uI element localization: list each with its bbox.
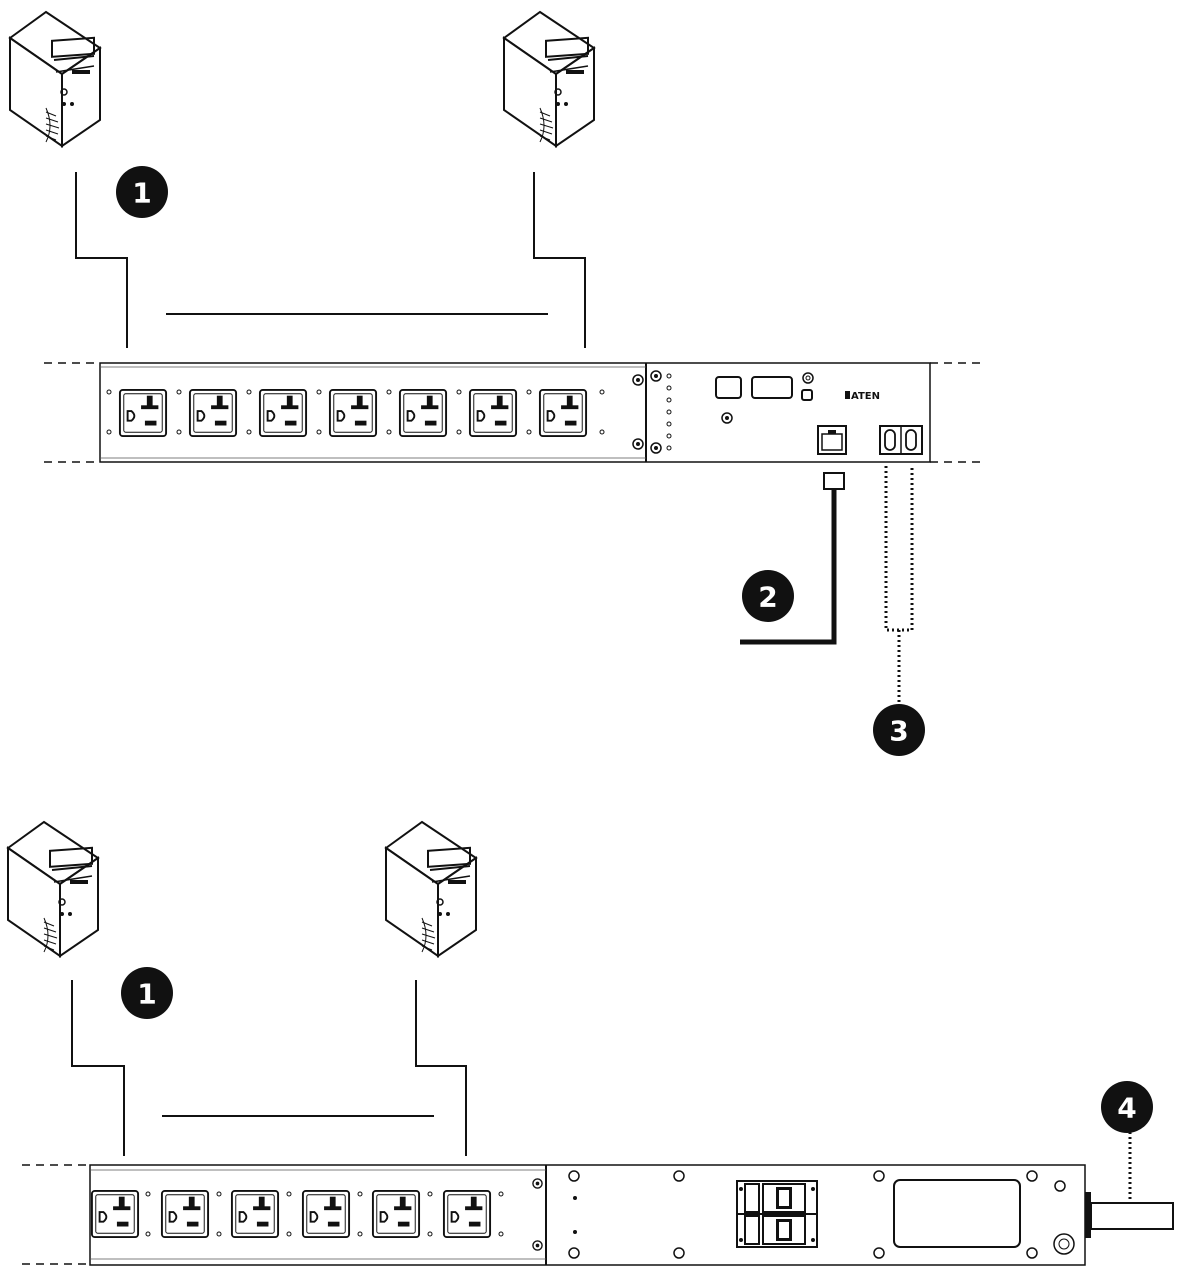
callout-marker: 4 [1101, 1081, 1153, 1133]
callout-number: 3 [889, 715, 908, 748]
power-outlet-icon [118, 388, 168, 438]
power-outlet-icon [230, 1189, 280, 1239]
power-outlet-icon [90, 1189, 140, 1239]
callout-marker: 3 [873, 704, 925, 756]
power-outlet-icon [328, 388, 378, 438]
callout-number: 2 [758, 581, 777, 614]
top-configuration: 1 [9, 11, 982, 756]
rj45-port-icon [817, 425, 847, 455]
callout-number: 4 [1117, 1092, 1136, 1125]
screw-icon [532, 1240, 543, 1251]
server-power-cable [75, 172, 128, 348]
sensor-port-icon [879, 425, 923, 455]
power-outlet-icon [442, 1189, 492, 1239]
outlet-unit [246, 388, 308, 438]
callout-marker: 1 [121, 967, 173, 1019]
outlet-unit [176, 388, 238, 438]
server-icon [7, 821, 99, 957]
server-power-cable [71, 980, 125, 1156]
reset-button-icon [801, 389, 813, 401]
power-outlet-icon [188, 388, 238, 438]
outlet-unit [106, 388, 168, 438]
brand-logo: ATEN [851, 391, 880, 402]
power-outlet-icon [160, 1189, 210, 1239]
callout-number: 1 [137, 978, 156, 1011]
usb-port-icon [715, 376, 742, 399]
outlet-unit [316, 388, 378, 438]
sensor-cable [884, 466, 914, 632]
outlet-unit [442, 1189, 504, 1239]
power-outlet-icon [398, 388, 448, 438]
power-outlet-icon [258, 388, 308, 438]
callout-marker: 1 [116, 166, 168, 218]
power-outlet-icon [301, 1189, 351, 1239]
outlet-unit [90, 1189, 151, 1239]
power-outlet-icon [538, 388, 588, 438]
outlet-unit [371, 1189, 433, 1239]
network-cable [740, 489, 837, 645]
server-icon [385, 821, 477, 957]
outlet-unit [160, 1189, 222, 1239]
network-cable-connector [823, 472, 845, 490]
callout-marker: 2 [742, 570, 794, 622]
server-power-cable [533, 172, 586, 348]
screw-icon [650, 370, 662, 382]
top-pdu: ATEN [44, 362, 982, 463]
display-window [751, 376, 793, 399]
screw-icon [650, 442, 662, 454]
outlet-unit [301, 1189, 363, 1239]
server-power-cable [415, 980, 467, 1156]
power-outlet-icon [468, 388, 518, 438]
server-icon [9, 11, 101, 147]
label-plate [893, 1179, 1021, 1248]
pdu-control-panel: ATEN [632, 370, 923, 455]
circuit-breaker-icon [736, 1180, 818, 1248]
outlet-unit [230, 1189, 292, 1239]
screw-icon [532, 1178, 543, 1189]
outlet-unit [526, 388, 605, 438]
power-outlet-icon [371, 1189, 421, 1239]
screw-icon [632, 374, 644, 386]
server-icon [503, 11, 595, 147]
power-inlet-cable [1090, 1202, 1174, 1230]
callout-number: 1 [132, 177, 151, 210]
outlet-unit [456, 388, 518, 438]
outlet-row [106, 388, 605, 438]
screw-icon [632, 438, 644, 450]
outlet-unit [386, 388, 448, 438]
pdu-power-panel [568, 1170, 1075, 1259]
bottom-configuration: 1 [7, 821, 1174, 1266]
bottom-pdu [22, 1164, 1174, 1266]
outlet-row [90, 1189, 504, 1239]
